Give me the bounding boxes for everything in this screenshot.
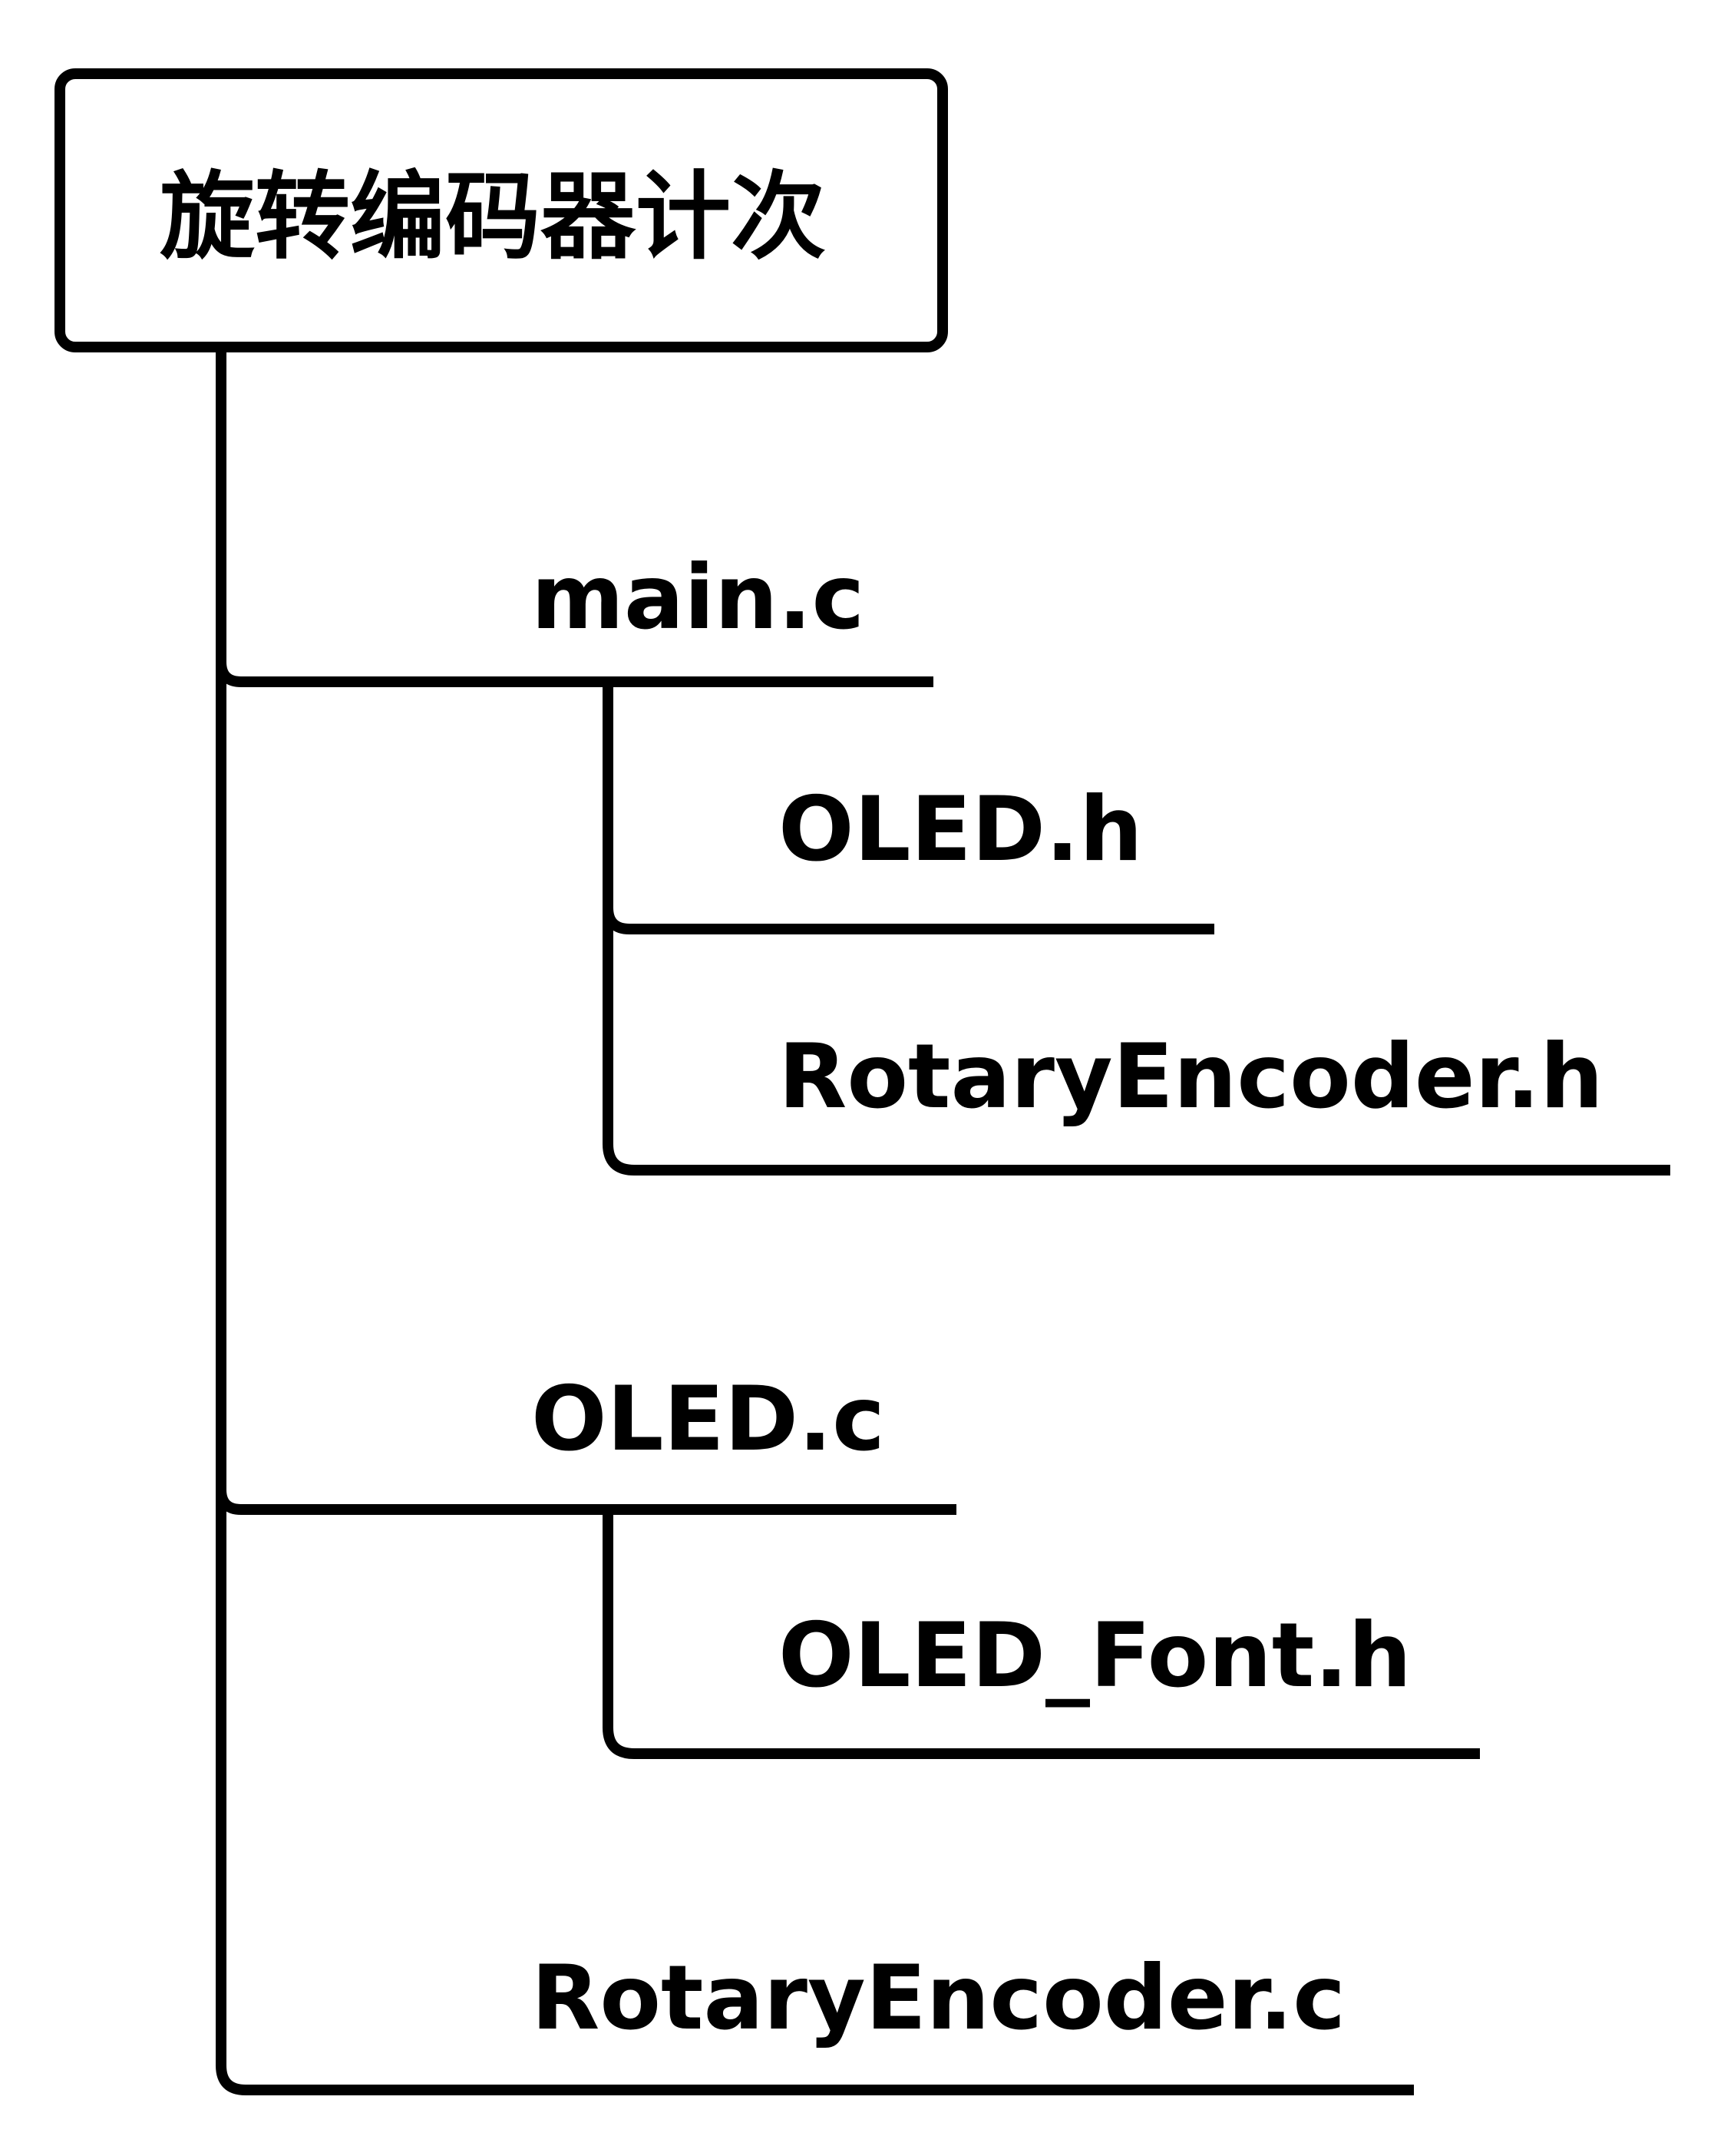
file-label-oled-c: OLED.c: [531, 1367, 885, 1471]
branch-rotaryencoder-c: RotaryEncoder.c: [531, 1946, 1346, 2050]
file-label-rotaryencoder-h: RotaryEncoder.h: [778, 1025, 1603, 1129]
file-label-oled-h: OLED.h: [778, 778, 1143, 881]
oled-c-subtree-line: [603, 1510, 1480, 1759]
root-box: [54, 68, 948, 352]
branch-main-c: main.c OLED.h RotaryEncoder.h: [216, 546, 1670, 1176]
file-label-rotaryencoder-c: RotaryEncoder.c: [531, 1946, 1346, 2050]
root-node: 旋转编码器计次: [54, 68, 948, 352]
main-trunk-line: [216, 347, 1414, 2095]
file-label-main-c: main.c: [531, 546, 864, 650]
oled-c-connector-line: [216, 1489, 956, 1515]
main-c-connector-line: [216, 661, 933, 687]
file-label-oled-font-h: OLED_Font.h: [778, 1604, 1412, 1708]
oled-h-connector-line: [603, 907, 1214, 934]
main-c-subtree-line: [603, 682, 1670, 1176]
root-label: 旋转编码器计次: [160, 162, 826, 273]
branch-oled-c: OLED.c OLED_Font.h: [216, 1367, 1480, 1759]
